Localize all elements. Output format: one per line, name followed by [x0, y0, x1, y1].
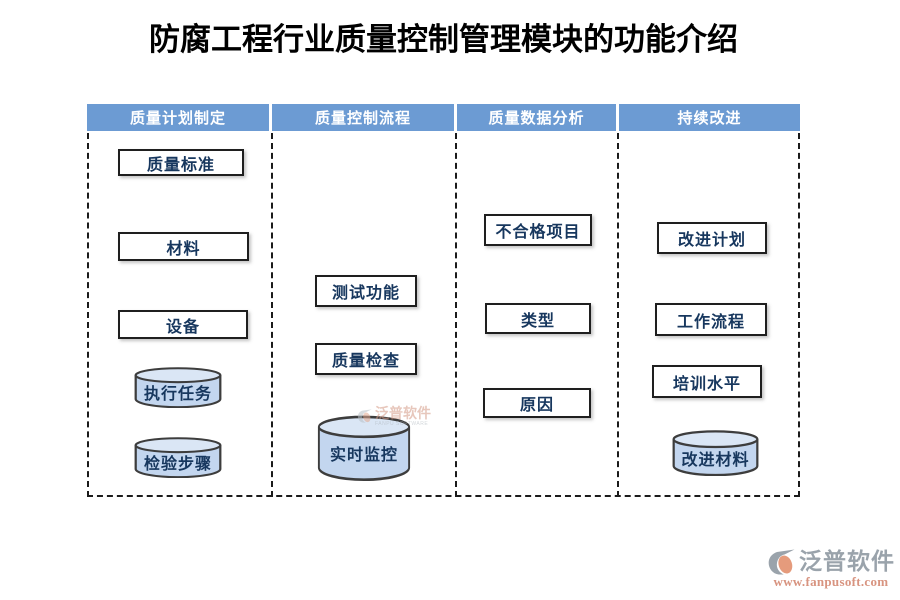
node-equipment: 设备 — [118, 310, 248, 339]
node-work-process: 工作流程 — [655, 303, 767, 336]
diagram-bottom-border — [87, 495, 800, 497]
node-label: 培训水平 — [672, 375, 741, 393]
node-label: 改进计划 — [677, 232, 746, 249]
node-type: 类型 — [485, 303, 591, 334]
node-label: 改进材料 — [681, 451, 750, 469]
node-execute-task: 执行任务 — [133, 367, 223, 408]
node-improve-materials: 改进材料 — [671, 430, 760, 476]
node-training-level: 培训水平 — [652, 365, 762, 398]
node-test-function: 测试功能 — [315, 275, 417, 307]
node-label: 设备 — [165, 318, 200, 336]
lane-header-continuous-improvement: 持续改进 — [619, 104, 800, 131]
node-label: 质量检查 — [331, 353, 400, 370]
node-label: 类型 — [520, 312, 555, 330]
node-nonconforming-items: 不合格项目 — [484, 214, 592, 246]
cylinder-icon — [134, 437, 222, 478]
node-inspection-steps: 检验步骤 — [133, 437, 223, 478]
brand-logo: 泛普软件 www.fanpusoft.com — [767, 547, 895, 590]
lane-divider — [455, 133, 457, 497]
node-label: 工作流程 — [676, 313, 745, 331]
lane-header-quality-control-process: 质量控制流程 — [272, 104, 454, 131]
cylinder-icon — [317, 415, 411, 481]
node-label: 实时监控 — [329, 446, 398, 464]
node-label: 不合格项目 — [495, 224, 581, 241]
lane-divider — [798, 133, 800, 497]
node-improvement-plan: 改进计划 — [657, 222, 767, 254]
node-label: 测试功能 — [331, 285, 400, 302]
node-cause: 原因 — [483, 388, 591, 418]
node-material: 材料 — [118, 232, 249, 261]
lane-header-quality-planning: 质量计划制定 — [87, 104, 269, 131]
node-quality-inspection: 质量检查 — [315, 343, 417, 375]
lane-divider — [271, 133, 273, 497]
node-label: 质量标准 — [146, 156, 215, 174]
lane-divider — [87, 133, 89, 497]
node-quality-standard: 质量标准 — [118, 149, 244, 176]
page-title: 防腐工程行业质量控制管理模块的功能介绍 — [149, 22, 738, 57]
cylinder-icon — [134, 367, 222, 408]
node-label: 原因 — [519, 397, 554, 414]
brand-website: www.fanpusoft.com — [773, 574, 889, 589]
lane-header-quality-data-analysis: 质量数据分析 — [457, 104, 616, 131]
fanpu-logo-icon — [768, 549, 795, 575]
node-realtime-monitoring: 实时监控 — [316, 415, 412, 481]
cylinder-icon — [672, 430, 759, 476]
node-label: 检验步骤 — [143, 456, 212, 473]
node-label: 执行任务 — [143, 386, 212, 403]
lane-divider — [617, 133, 619, 497]
node-label: 材料 — [166, 240, 201, 258]
quality-module-diagram: 质量计划制定 质量控制流程 质量数据分析 持续改进 质量标准 材料 设备 执行任… — [87, 104, 800, 497]
brand-name: 泛普软件 — [799, 549, 895, 574]
